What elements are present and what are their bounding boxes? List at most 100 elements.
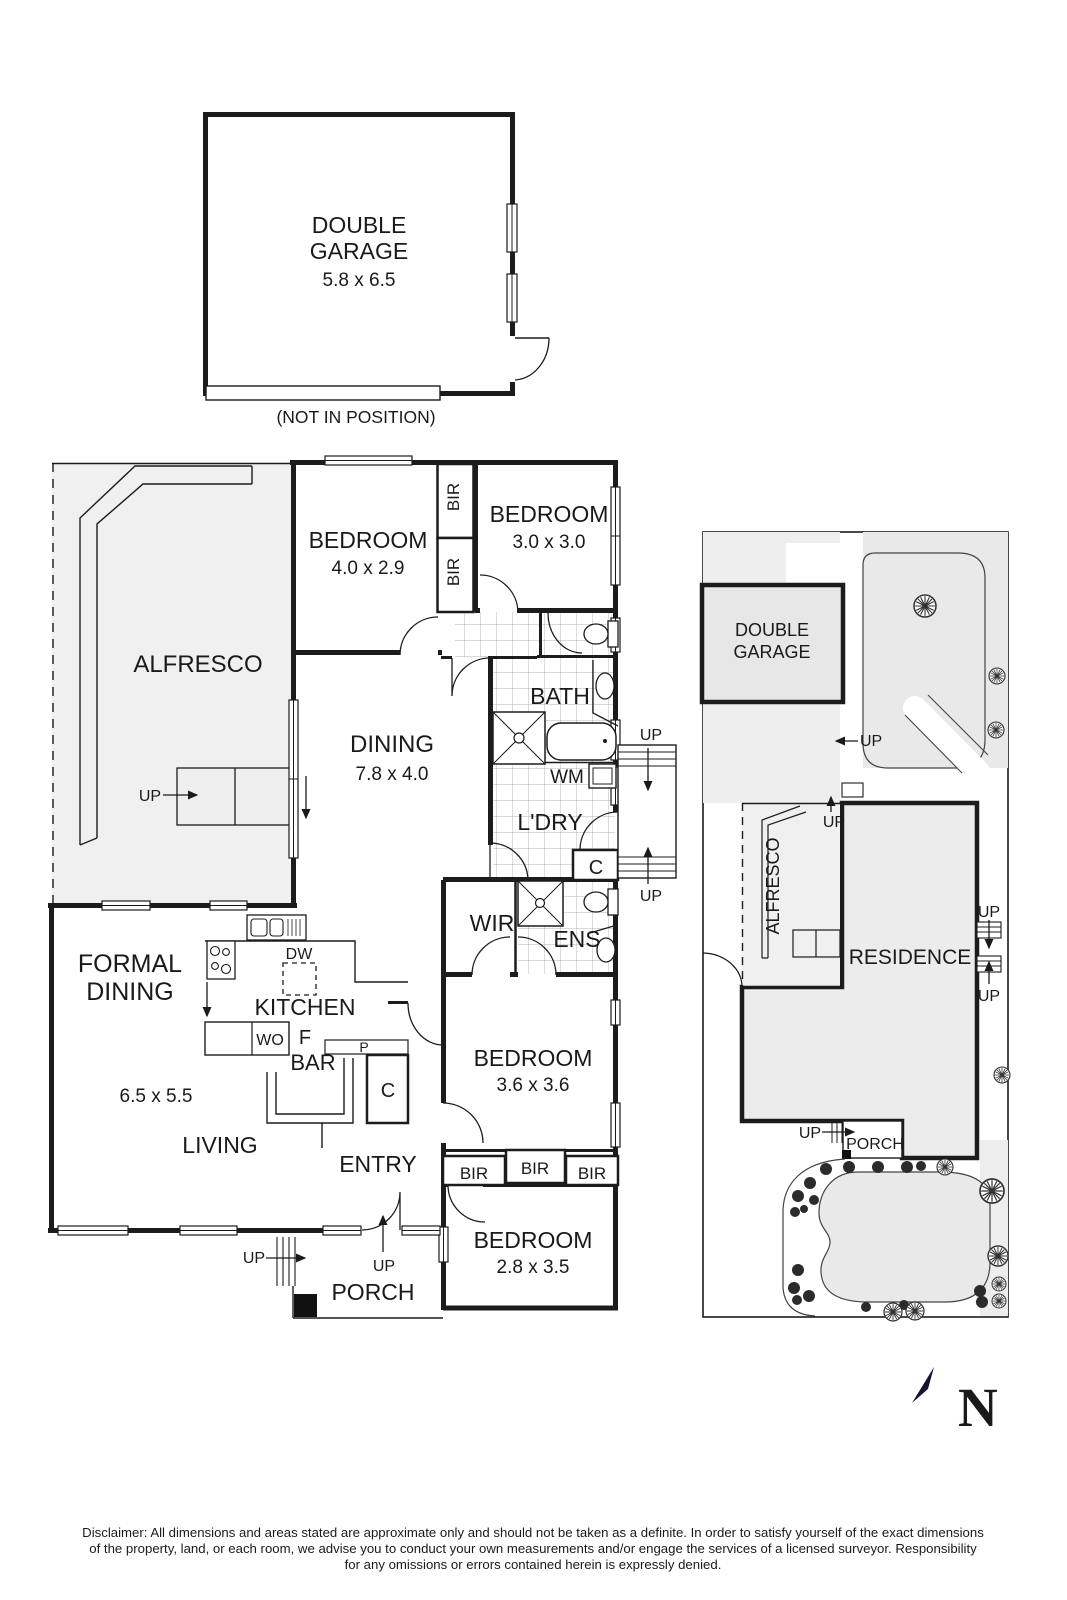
stairs-icon bbox=[841, 782, 864, 798]
site-alfresco-label: ALFRESCO bbox=[763, 837, 783, 934]
shrub-icon bbox=[792, 1190, 804, 1202]
bar-counter bbox=[266, 1058, 354, 1148]
bath-label: BATH bbox=[530, 683, 590, 709]
porch: UP UP bbox=[243, 1214, 443, 1319]
stairs-icon bbox=[176, 767, 294, 826]
bedroom4-dims: 2.8 x 3.5 bbox=[497, 1257, 570, 1278]
bathtub-icon bbox=[546, 722, 617, 761]
site-garage-label2: GARAGE bbox=[733, 642, 810, 662]
dining-label: DINING bbox=[350, 731, 434, 758]
disclaimer-line1: Disclaimer: All dimensions and areas sta… bbox=[82, 1525, 984, 1540]
bedroom3-dims: 3.6 x 3.6 bbox=[497, 1075, 570, 1096]
tree-icon bbox=[936, 1158, 954, 1176]
window bbox=[438, 1226, 449, 1263]
shrub-icon bbox=[976, 1296, 988, 1308]
main-floor-plan: UP ALFRESCO BIR BIR bbox=[48, 455, 677, 1319]
cupboard-label: C bbox=[381, 1080, 395, 1102]
north-arrow-icon bbox=[912, 1367, 934, 1403]
garage-dims: 5.8 x 6.5 bbox=[323, 270, 396, 291]
window bbox=[101, 900, 151, 911]
fridge-label: F bbox=[299, 1027, 311, 1049]
site-residence-label: RESIDENCE bbox=[849, 946, 972, 969]
window bbox=[322, 1225, 362, 1236]
up-label: UP bbox=[799, 1125, 821, 1142]
up-label: UP bbox=[373, 1258, 395, 1275]
shrub-icon bbox=[803, 1290, 815, 1302]
walls-inner bbox=[388, 612, 618, 1152]
tree-icon bbox=[993, 1066, 1011, 1084]
washing-machine-icon bbox=[588, 763, 617, 789]
north-label: N bbox=[958, 1377, 998, 1438]
porch-label: PORCH bbox=[331, 1279, 414, 1305]
garage-window bbox=[506, 273, 518, 323]
shower-icon bbox=[492, 711, 546, 765]
toilet-icon bbox=[583, 888, 619, 916]
porch-post bbox=[294, 1294, 317, 1317]
kitchen-label: KITCHEN bbox=[255, 994, 356, 1020]
bir-label: BIR bbox=[444, 483, 463, 511]
ens-label: ENS bbox=[553, 926, 600, 952]
bir-label: BIR bbox=[521, 1159, 549, 1178]
shrub-icon bbox=[790, 1207, 800, 1217]
garage-label-line1: DOUBLE bbox=[312, 212, 407, 238]
bedroom4-label: BEDROOM bbox=[474, 1227, 593, 1253]
window bbox=[401, 1225, 441, 1236]
garage-note: (NOT IN POSITION) bbox=[276, 407, 435, 427]
site-garage bbox=[699, 582, 846, 705]
site-garage-label1: DOUBLE bbox=[735, 620, 809, 640]
garage-panel-door bbox=[205, 385, 441, 401]
bedroom3-label: BEDROOM bbox=[474, 1045, 593, 1071]
shrub-icon bbox=[872, 1161, 884, 1173]
shrub-icon bbox=[820, 1163, 832, 1175]
shrubs bbox=[788, 1161, 988, 1312]
north-arrow: N bbox=[912, 1367, 998, 1438]
entry-label: ENTRY bbox=[339, 1151, 417, 1177]
bir-robe: BIR BIR bbox=[436, 462, 475, 614]
lower-bench bbox=[204, 1021, 290, 1056]
shrub-icon bbox=[916, 1161, 926, 1171]
dishwasher-icon bbox=[282, 962, 317, 996]
up-label: UP bbox=[243, 1250, 265, 1267]
up-label: UP bbox=[823, 814, 845, 831]
door-arc bbox=[702, 952, 743, 988]
shrub-icon bbox=[861, 1302, 871, 1312]
cooktop-icon bbox=[206, 940, 236, 980]
shrub-icon bbox=[800, 1205, 808, 1213]
laundry-label: L'DRY bbox=[517, 809, 582, 835]
tree-icon bbox=[987, 721, 1005, 739]
site-alfresco-edges bbox=[742, 802, 842, 988]
cupboard-label: C bbox=[589, 857, 603, 879]
stairs-icon bbox=[276, 1237, 296, 1286]
disclaimer: Disclaimer: All dimensions and areas sta… bbox=[82, 1525, 984, 1572]
kitchen-bench bbox=[205, 940, 408, 983]
dining-dims: 7.8 x 4.0 bbox=[356, 764, 429, 785]
bir-label: BIR bbox=[578, 1164, 606, 1183]
tree-icon bbox=[987, 1245, 1009, 1267]
bedroom2-label: BEDROOM bbox=[490, 501, 609, 527]
tree-icon bbox=[988, 667, 1006, 685]
tree-icon bbox=[913, 594, 937, 618]
window bbox=[57, 1225, 129, 1236]
bir-label: BIR bbox=[444, 558, 463, 586]
shrub-icon bbox=[788, 1282, 800, 1294]
backyard-edge bbox=[862, 552, 986, 769]
garage-window bbox=[506, 203, 518, 253]
shrub-icon bbox=[901, 1161, 913, 1173]
bar-label: BAR bbox=[290, 1050, 335, 1075]
garage-detail: DOUBLE GARAGE 5.8 x 6.5 (NOT IN POSITION… bbox=[203, 112, 550, 427]
window bbox=[209, 900, 248, 911]
tree-icon bbox=[991, 1276, 1007, 1292]
shrub-icon bbox=[792, 1264, 804, 1276]
bir-label: BIR bbox=[460, 1164, 488, 1183]
vanity-basin-icon bbox=[592, 660, 619, 727]
tree-icon bbox=[991, 1293, 1007, 1309]
lawn bbox=[818, 1171, 991, 1303]
shrub-icon bbox=[974, 1285, 986, 1297]
up-label: UP bbox=[640, 888, 662, 905]
door-arc bbox=[514, 337, 550, 381]
site-plan: UP DOUBLE GARAGE RESIDENCE ALFRESCO UP U… bbox=[699, 531, 1011, 1322]
shrub-icon bbox=[809, 1195, 819, 1205]
formal-dining-label1: FORMAL bbox=[78, 950, 182, 978]
